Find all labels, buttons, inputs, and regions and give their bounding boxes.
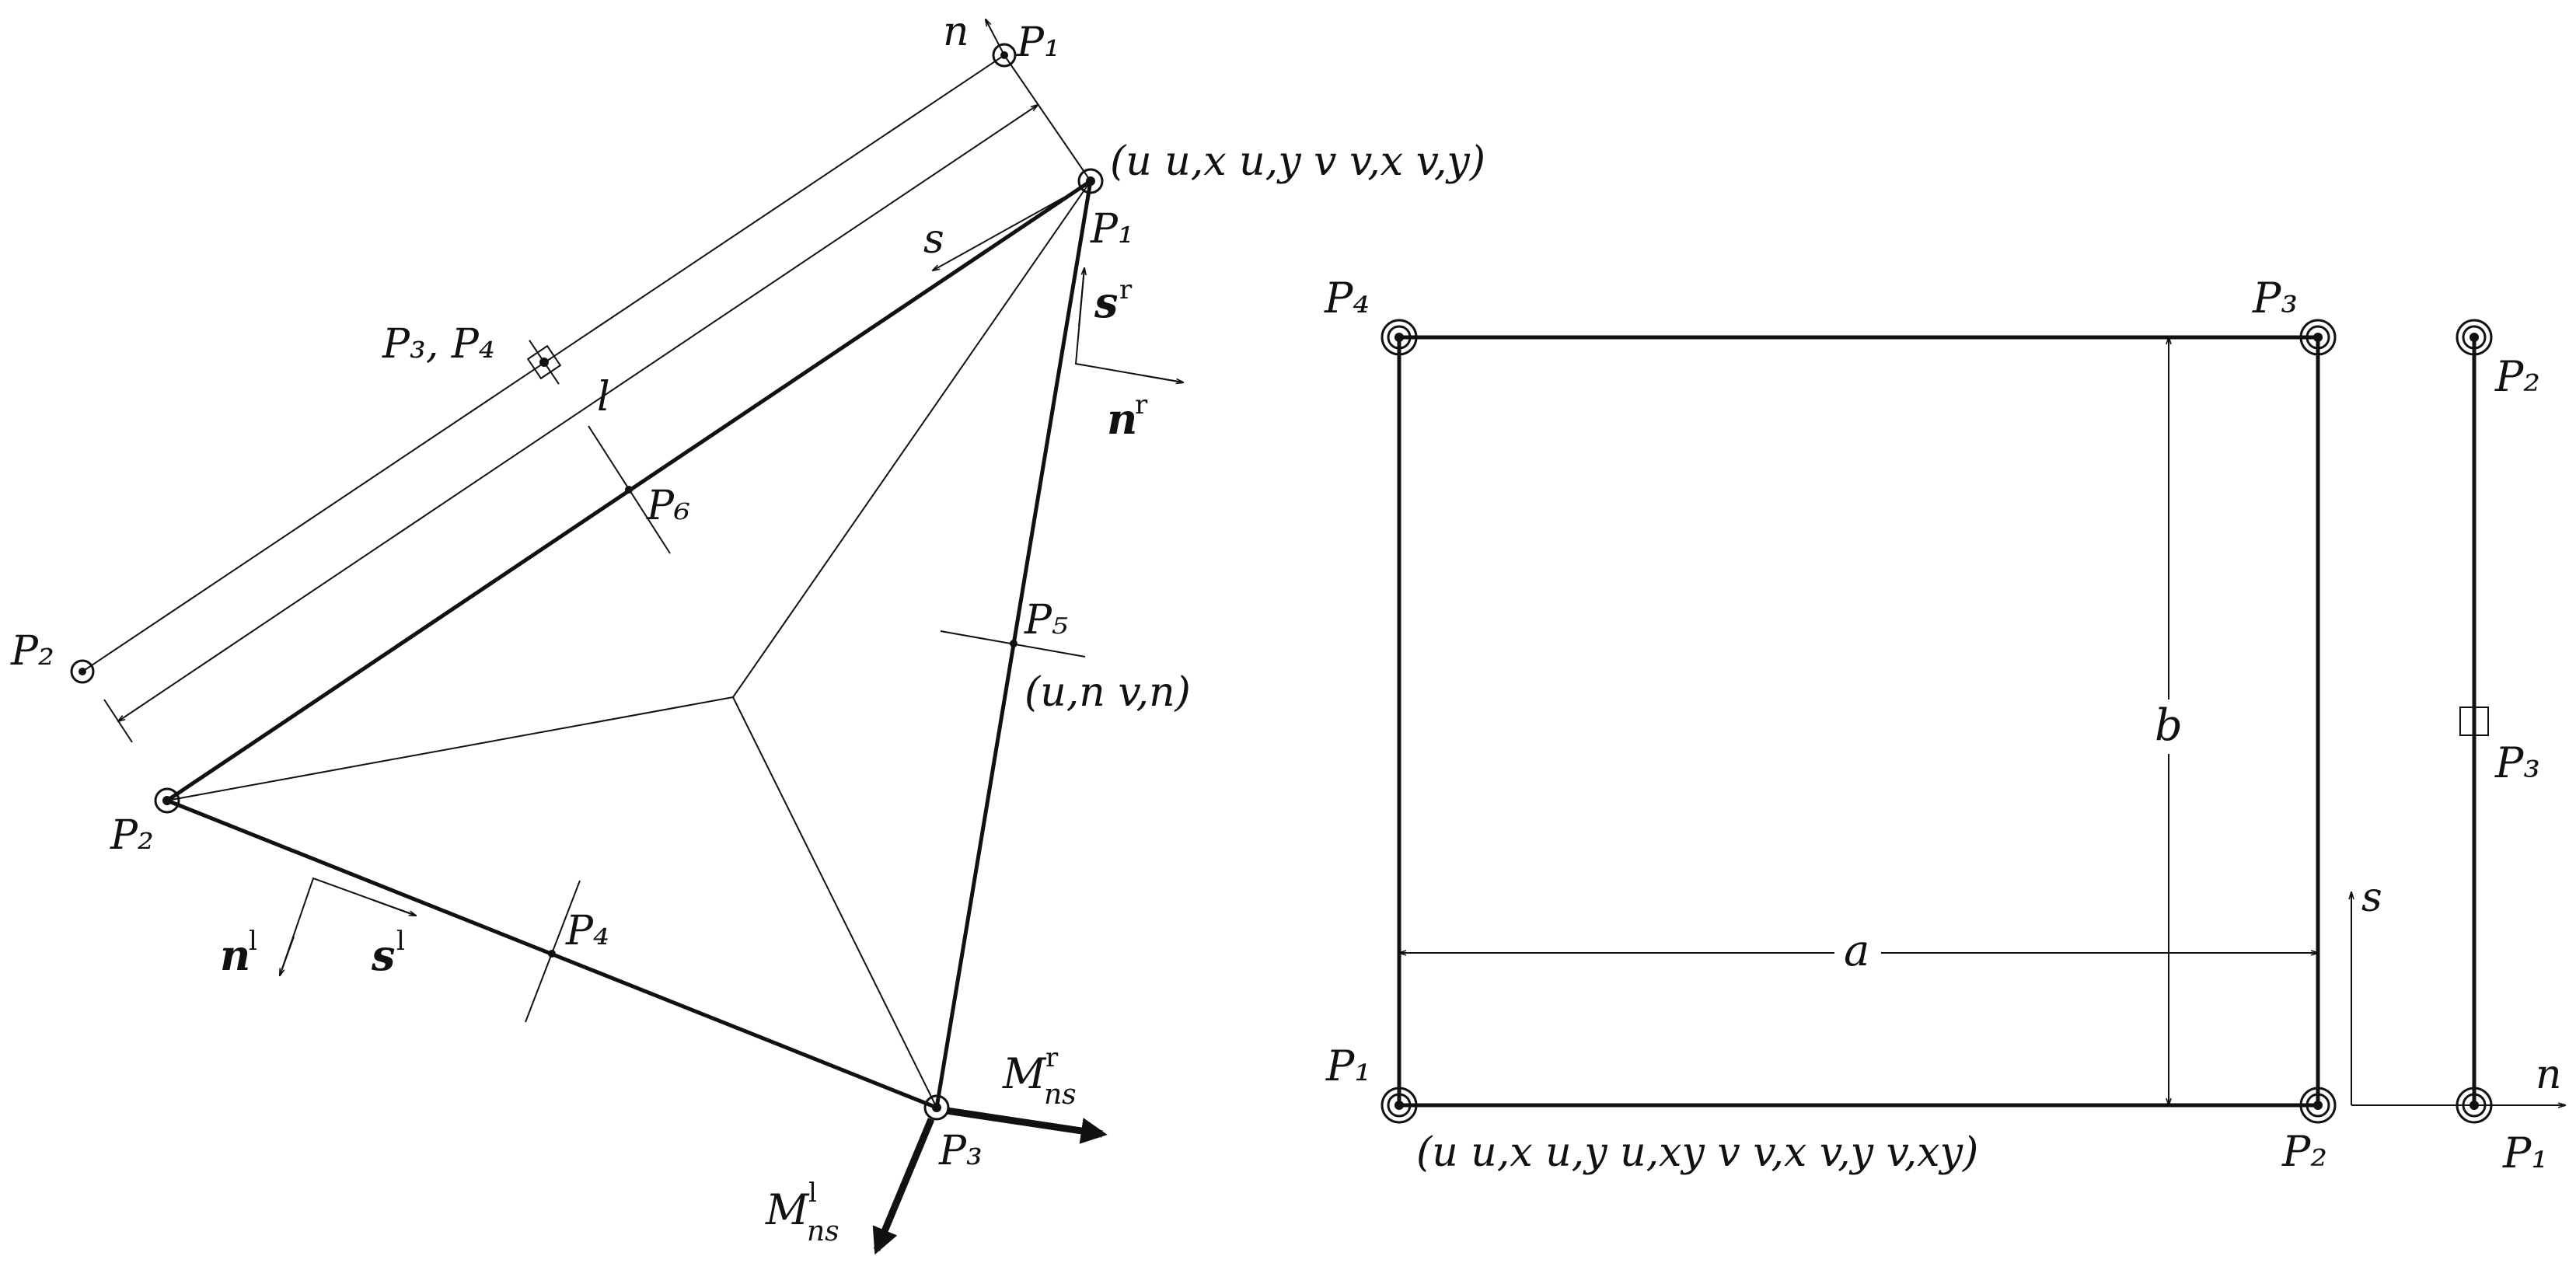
p4-label: P₄ [565,908,609,954]
p2-label: P₂ [110,812,154,859]
p1-node [1077,168,1104,194]
mid-dof-label: (u,n v,n) [1024,669,1191,716]
dimension-a-gap [1834,933,1881,973]
svg-text:ns: ns [807,1216,839,1247]
edge-n-label: n [2536,1052,2562,1098]
s-axis-arrow [933,190,1077,270]
rectangle-outline [1397,335,2320,1108]
length-l-label: l [597,374,610,420]
triangle-element: n P₁ (u u,x u,y v v,x v,y) P₁ s P₃, P₄ l… [10,9,1485,1255]
rect-p3-node [2299,319,2337,356]
moment-right-label: M r ns [1002,1042,1077,1111]
rect-p1-label: P₁ [1325,1041,1371,1090]
rect-p3-label: P₃ [2252,274,2298,323]
edge-p2-label: P₂ [2494,352,2540,401]
moment-right-arrow [946,1107,1108,1144]
svg-text:r: r [1119,274,1133,305]
dimension-a-label: a [1844,926,1869,976]
rect-dof-label: (u u,x u,y u,xy v v,x v,y v,xy) [1416,1129,1978,1176]
svg-text:l: l [396,926,405,957]
rect-p2-node [2299,1087,2337,1124]
svg-text:l: l [249,926,257,957]
rect-p2-label: P₂ [2281,1127,2327,1176]
s-r-label: s r [1094,274,1133,327]
s-l-label: s l [371,926,405,980]
svg-text:M: M [1002,1049,1047,1098]
svg-text:s: s [371,930,395,980]
s-r-arrow [1078,268,1084,327]
svg-text:M: M [765,1185,810,1234]
s-axis-label: s [923,216,944,263]
svg-text:ns: ns [1044,1079,1077,1111]
rect-p4-node [1380,319,1418,356]
edge-p1-label: P₁ [2502,1129,2548,1178]
edge-element: P₂ P₃ P₁ s n [2351,319,2565,1178]
moment-left-arrow [872,1118,935,1255]
p3-label: P₃ [938,1128,983,1174]
n-axis-arrow [986,19,1005,56]
moment-left-label: M l ns [765,1178,839,1247]
svg-text:s: s [1094,277,1118,327]
p2-far-node [70,659,95,684]
p5-label: P₅ [1024,597,1068,644]
p1-far-label: P₁ [1016,19,1060,66]
rectangle-element: P₄ P₃ P₁ P₂ b a (u u,x u,y u,xy v v,x v,… [1324,274,2337,1176]
p3p4-square-marker [526,340,562,385]
svg-text:n: n [1107,394,1137,444]
dimension-l [118,105,1038,721]
rect-p1-node [1380,1087,1418,1124]
edge-p3-square [2459,707,2489,736]
p2-node [154,787,180,814]
rect-p4-label: P₄ [1324,274,1370,323]
n-r-label: n r [1107,389,1148,444]
dimension-tick [103,699,133,743]
edge-s-label: s [2361,874,2382,921]
n-l-arrow [280,936,295,975]
edge-p2-node [2456,319,2493,356]
corner-dof-label: (u u,x u,y v v,x v,y) [1110,138,1485,185]
p4-node [548,950,556,958]
svg-text:r: r [1045,1042,1059,1073]
svg-text:n: n [220,930,250,980]
svg-text:r: r [1135,389,1148,420]
s-l-arrow [372,899,416,916]
p3p4-label: P₃, P₄ [382,321,495,368]
p6-node [625,486,633,494]
p1-far-node [992,43,1017,68]
edge-p3-label: P₃ [2494,738,2540,787]
p6-label: P₆ [646,483,690,529]
p1-label: P₁ [1090,206,1134,253]
n-l-label: n l [220,926,257,980]
offset-connector [1004,54,1091,182]
centroid-line-2 [166,696,734,801]
n-r-arrow [1142,375,1183,382]
dimension-b-gap [2150,700,2187,754]
svg-text:l: l [808,1178,817,1209]
n-axis-label: n [943,9,969,55]
p2-far-label: P₂ [10,628,54,675]
p5-node [1010,640,1017,647]
centroid-line-3 [732,696,937,1108]
dimension-b-label: b [2155,700,2183,751]
